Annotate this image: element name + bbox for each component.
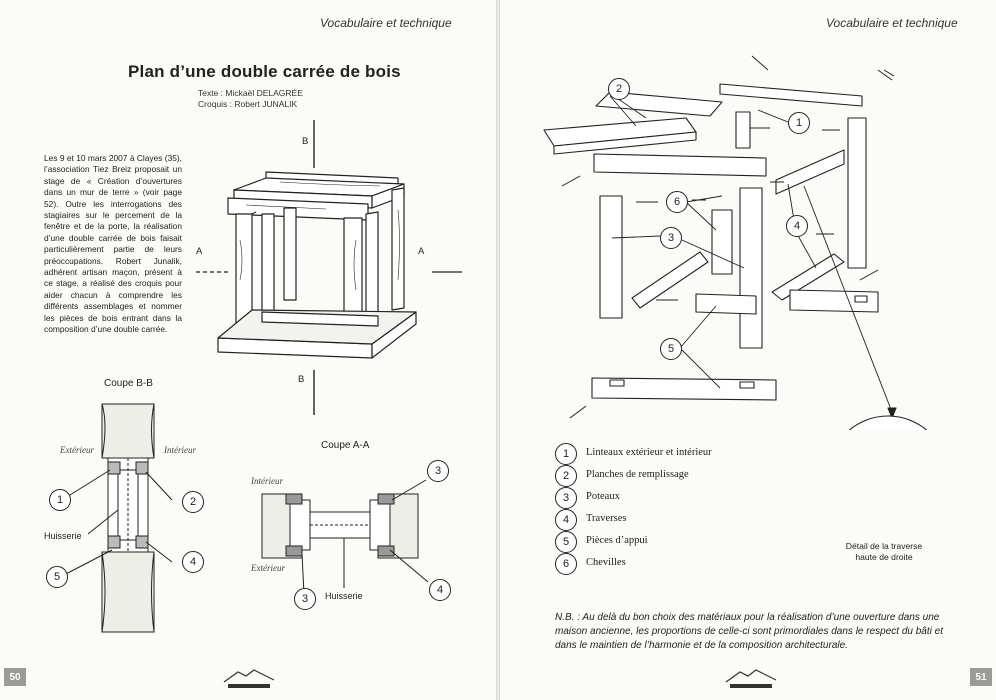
tiez-breiz-logo-right <box>725 669 777 688</box>
legend-label-2: Planches de remplissage <box>586 469 689 480</box>
coupe-bb-title: Coupe B-B <box>104 378 153 389</box>
page-number-left: 50 <box>4 668 26 686</box>
nb-note: N.B. : Au delà du bon choix des matériau… <box>555 612 943 651</box>
page-title: Plan d’une double carrée de bois <box>128 62 401 81</box>
detail-caption: Détail de la traverse haute de droite <box>836 541 932 563</box>
coupe-aa-exterieur-label: Extérieur <box>251 563 285 573</box>
exploded-marker-4: 4 <box>786 215 808 237</box>
coupe-bb-interieur-label: Intérieur <box>164 445 196 455</box>
tiez-breiz-logo <box>223 669 275 688</box>
legend-number-1: 1 <box>555 443 577 465</box>
exploded-view-drawing <box>543 55 928 430</box>
coupe-aa-drawing <box>261 479 429 595</box>
legend-number-3: 3 <box>555 487 577 509</box>
exploded-marker-5: 5 <box>660 338 682 360</box>
coupe-aa-marker-4: 4 <box>429 579 451 601</box>
legend-number-4: 4 <box>555 509 577 531</box>
legend-item-5: 5 Pièces d’appui <box>555 531 795 553</box>
coupe-bb-drawing <box>61 403 173 633</box>
legend-number-2: 2 <box>555 465 577 487</box>
legend-number-6: 6 <box>555 553 577 575</box>
page-number-right: 51 <box>970 668 992 686</box>
exploded-marker-6: 6 <box>666 191 688 213</box>
legend-label-6: Chevilles <box>586 557 626 568</box>
legend-item-2: 2 Planches de remplissage <box>555 465 795 487</box>
coupe-aa-huisserie-label: Huisserie <box>325 591 363 601</box>
legend-item-3: 3 Poteaux <box>555 487 795 509</box>
right-page-header: Vocabulaire et technique <box>826 16 958 30</box>
credit-text: Texte : Mickaël DELAGRÉE <box>198 88 303 98</box>
legend-label-5: Pièces d’appui <box>586 535 648 546</box>
axis-b-bottom-label: B <box>298 374 305 385</box>
exploded-marker-3: 3 <box>660 227 682 249</box>
coupe-bb-exterieur-label: Extérieur <box>60 445 94 455</box>
coupe-bb-marker-1: 1 <box>49 489 71 511</box>
detail-caption-line-1: Détail de la traverse <box>845 541 923 551</box>
exploded-marker-1: 1 <box>788 112 810 134</box>
left-page: Vocabulaire et technique Plan d’une doub… <box>0 0 496 700</box>
axis-b-top-label: B <box>302 136 309 147</box>
intro-paragraph: Les 9 et 10 mars 2007 à Clayes (35), l’a… <box>44 153 182 335</box>
double-carree-isometric-drawing <box>196 120 462 415</box>
exploded-marker-2: 2 <box>608 78 630 100</box>
detail-caption-line-2: haute de droite <box>855 552 913 562</box>
legend-label-4: Traverses <box>586 513 627 524</box>
coupe-bb-huisserie-label: Huisserie <box>44 531 82 541</box>
coupe-bb-marker-4: 4 <box>182 551 204 573</box>
axis-a-right-label: A <box>418 246 425 257</box>
legend-item-1: 1 Linteaux extérieur et intérieur <box>555 443 795 465</box>
legend-item-4: 4 Traverses <box>555 509 795 531</box>
coupe-aa-marker-3-top: 3 <box>427 460 449 482</box>
coupe-bb-marker-2: 2 <box>182 491 204 513</box>
legend-item-6: 6 Chevilles <box>555 553 795 575</box>
coupe-aa-marker-3-bottom: 3 <box>294 588 316 610</box>
book-spine <box>496 0 500 700</box>
coupe-aa-interieur-label: Intérieur <box>251 476 283 486</box>
credit-sketch: Croquis : Robert JUNALIK <box>198 99 298 109</box>
axis-a-left-label: A <box>196 246 203 257</box>
right-page: Vocabulaire et technique <box>500 0 996 700</box>
legend-label-3: Poteaux <box>586 491 620 502</box>
left-page-header: Vocabulaire et technique <box>320 16 452 30</box>
coupe-aa-title: Coupe A-A <box>321 440 370 451</box>
legend-label-1: Linteaux extérieur et intérieur <box>586 447 712 458</box>
coupe-bb-marker-5: 5 <box>46 566 68 588</box>
legend-number-5: 5 <box>555 531 577 553</box>
